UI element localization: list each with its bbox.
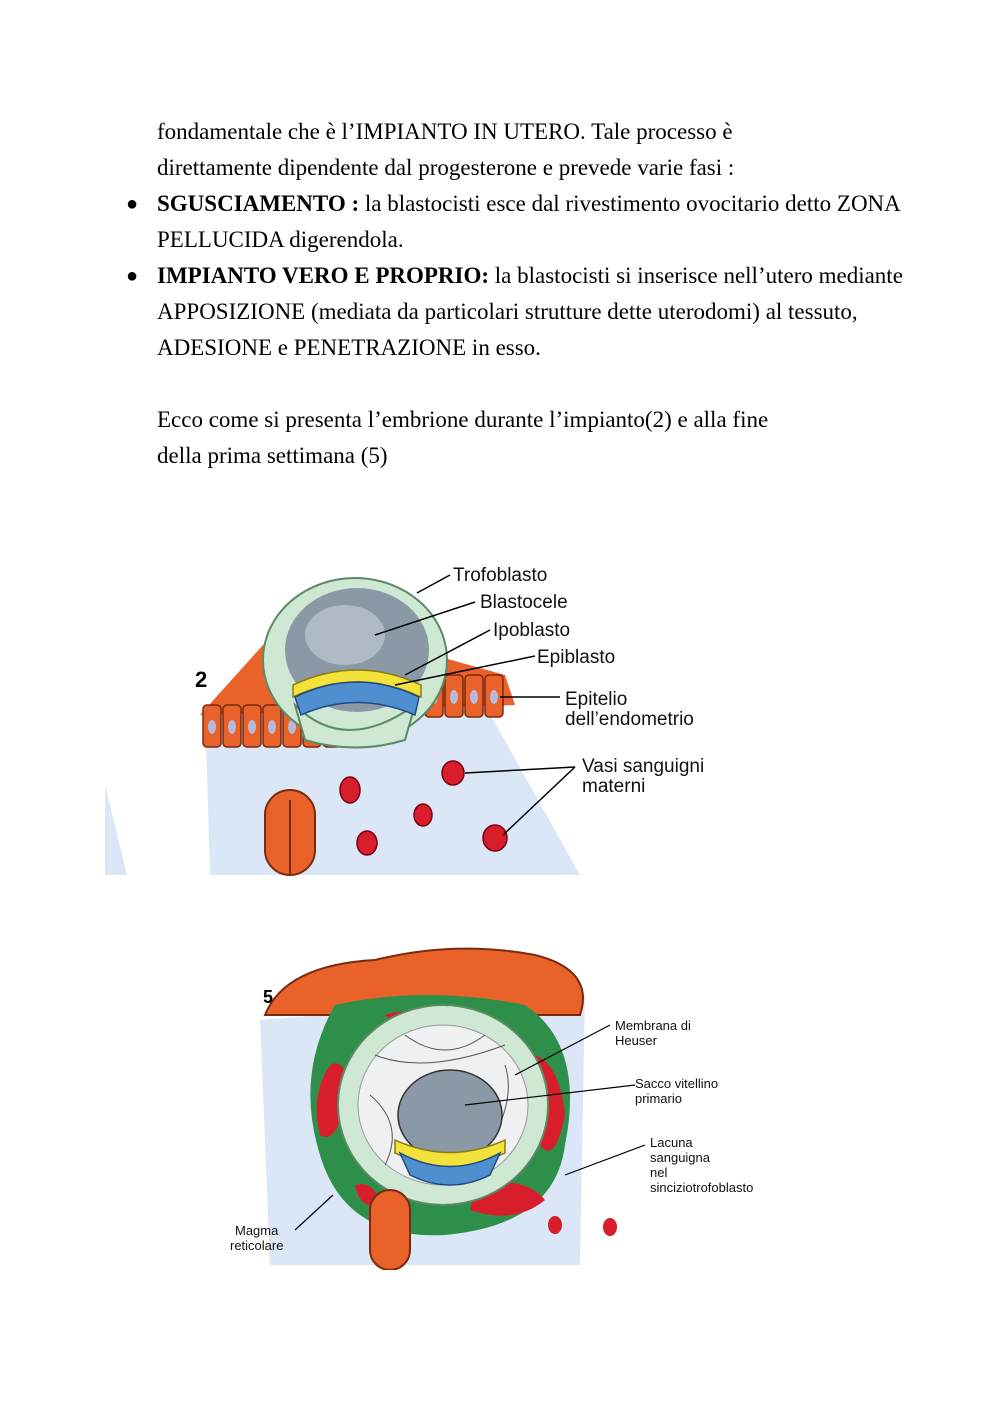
phase-term: SGUSCIAMENTO : xyxy=(157,191,360,216)
label-lacuna-line3: nel xyxy=(650,1165,667,1180)
label-lacuna-line2: sanguigna xyxy=(650,1150,711,1165)
label-sacco-line2: primario xyxy=(635,1091,682,1106)
bullet-icon: ● xyxy=(126,265,139,287)
label-blastocele: Blastocele xyxy=(480,592,568,613)
uterine-gland xyxy=(369,1189,411,1271)
figure-intro-line-2: della prima settimana (5) xyxy=(157,443,388,468)
list-item: ● SGUSCIAMENTO : la blastocisti esce dal… xyxy=(126,186,917,258)
label-magma-line1: Magma xyxy=(235,1223,279,1238)
endometrium-surface xyxy=(263,947,584,1016)
label-vasi-line2: materni xyxy=(582,776,645,797)
label-lacuna-line4: sinciziotrofoblasto xyxy=(650,1180,753,1195)
label-membrana-line1: Membrana di xyxy=(615,1018,691,1033)
figure-intro-line-1: Ecco come si presenta l’embrione durante… xyxy=(157,407,769,432)
intro-line-1: fondamentale che è l’IMPIANTO IN UTERO. … xyxy=(157,119,733,144)
label-epitelio-line1: Epitelio xyxy=(565,689,627,710)
list-item: ● IMPIANTO VERO E PROPRIO: la blastocist… xyxy=(126,258,917,366)
label-membrana-line2: Heuser xyxy=(615,1033,658,1048)
bullet-icon: ● xyxy=(126,193,139,215)
figure-end-first-week: 5 Membrana di Heuser Sacco vitellino pri… xyxy=(225,935,825,1271)
end-first-week-diagram: 5 Membrana di Heuser Sacco vitellino pri… xyxy=(230,947,753,1271)
maternal-vessels xyxy=(339,760,508,856)
label-epitelio-line2: dell’endometrio xyxy=(565,709,694,730)
epiblast-layer xyxy=(294,681,420,717)
label-magma-line2: reticolare xyxy=(230,1238,283,1253)
label-ipoblasto: Ipoblasto xyxy=(493,620,570,641)
label-epiblasto: Epiblasto xyxy=(537,647,615,668)
blastocele-highlight xyxy=(305,605,385,665)
figure-number: 2 xyxy=(195,667,207,692)
phases-list: ● SGUSCIAMENTO : la blastocisti esce dal… xyxy=(126,186,917,366)
label-trofoblasto: Trofoblasto xyxy=(453,565,547,586)
leader-lines xyxy=(294,1024,646,1231)
maternal-vessels xyxy=(548,1216,617,1236)
figure-implantation: 2 Trofoblasto Blastocele Ipoblasto Epibl… xyxy=(105,555,805,885)
label-vasi-line1: Vasi sanguigni xyxy=(582,756,704,777)
label-lacuna-line1: Lacuna xyxy=(650,1135,693,1150)
label-sacco-line1: Sacco vitellino xyxy=(635,1076,718,1091)
leader-lines xyxy=(374,574,576,836)
body-text: fondamentale che è l’IMPIANTO IN UTERO. … xyxy=(126,114,917,474)
figure-number: 5 xyxy=(263,987,273,1007)
epiblast-layer xyxy=(398,1151,502,1186)
phase-term: IMPIANTO VERO E PROPRIO: xyxy=(157,263,490,288)
intro-line-2: direttamente dipendente dal progesterone… xyxy=(157,155,735,180)
phase-description: la blastocisti si inserisce nell’utero m… xyxy=(157,263,903,360)
phase-description: la blastocisti esce dal rivestimento ovo… xyxy=(157,191,900,252)
implantation-diagram: 2 Trofoblasto Blastocele Ipoblasto Epibl… xyxy=(105,565,704,876)
stroma-edge xyxy=(105,785,127,875)
